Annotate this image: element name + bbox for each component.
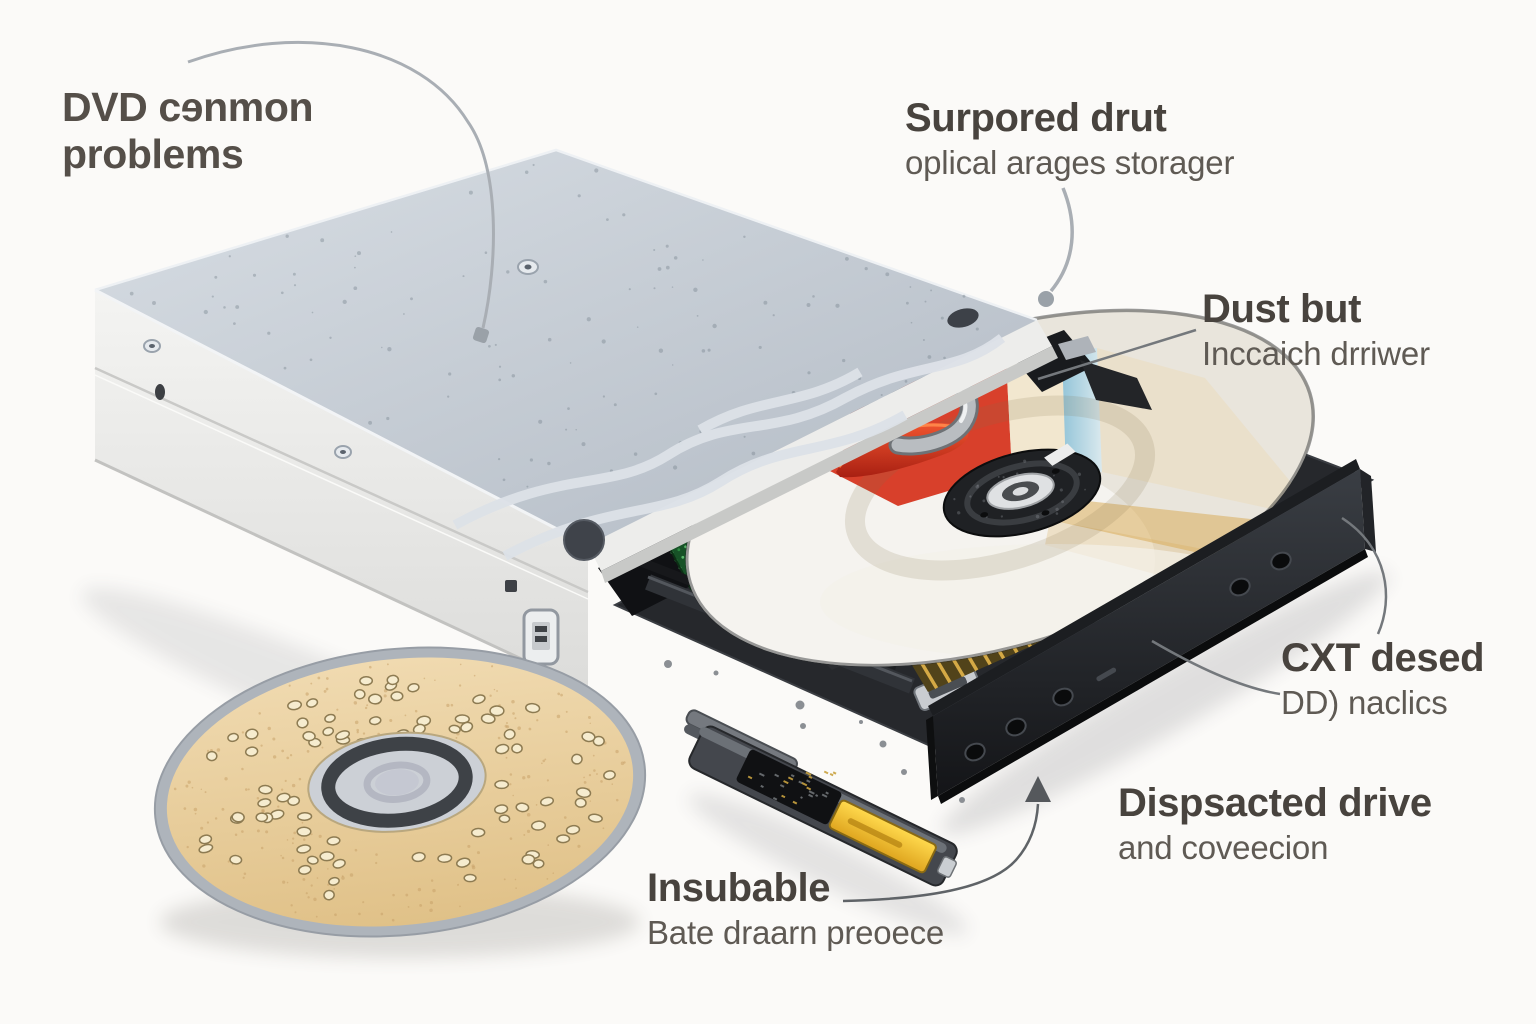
tray-bezel	[926, 459, 1376, 804]
caddy-part	[684, 709, 958, 887]
case-screws	[143, 259, 979, 561]
drive-case	[94, 148, 1058, 692]
dust-specks	[664, 660, 965, 803]
case-top-face	[95, 150, 1037, 545]
blank-disc-hub	[307, 731, 487, 833]
supported-connector	[1038, 187, 1074, 307]
dust-connector	[1037, 328, 1197, 381]
case-front-left-face	[95, 290, 588, 690]
bezel-screw-holes	[964, 551, 1292, 762]
unusable-connector	[842, 776, 1051, 903]
ejected-connector-upper	[1341, 516, 1388, 635]
blank-disc	[153, 646, 647, 938]
annotation-connectors	[187, 40, 1388, 903]
ejected-connector-lower	[1151, 639, 1281, 696]
up-arrow-icon	[1025, 776, 1051, 802]
title-connector	[187, 40, 495, 344]
disc-hub	[942, 443, 1102, 538]
